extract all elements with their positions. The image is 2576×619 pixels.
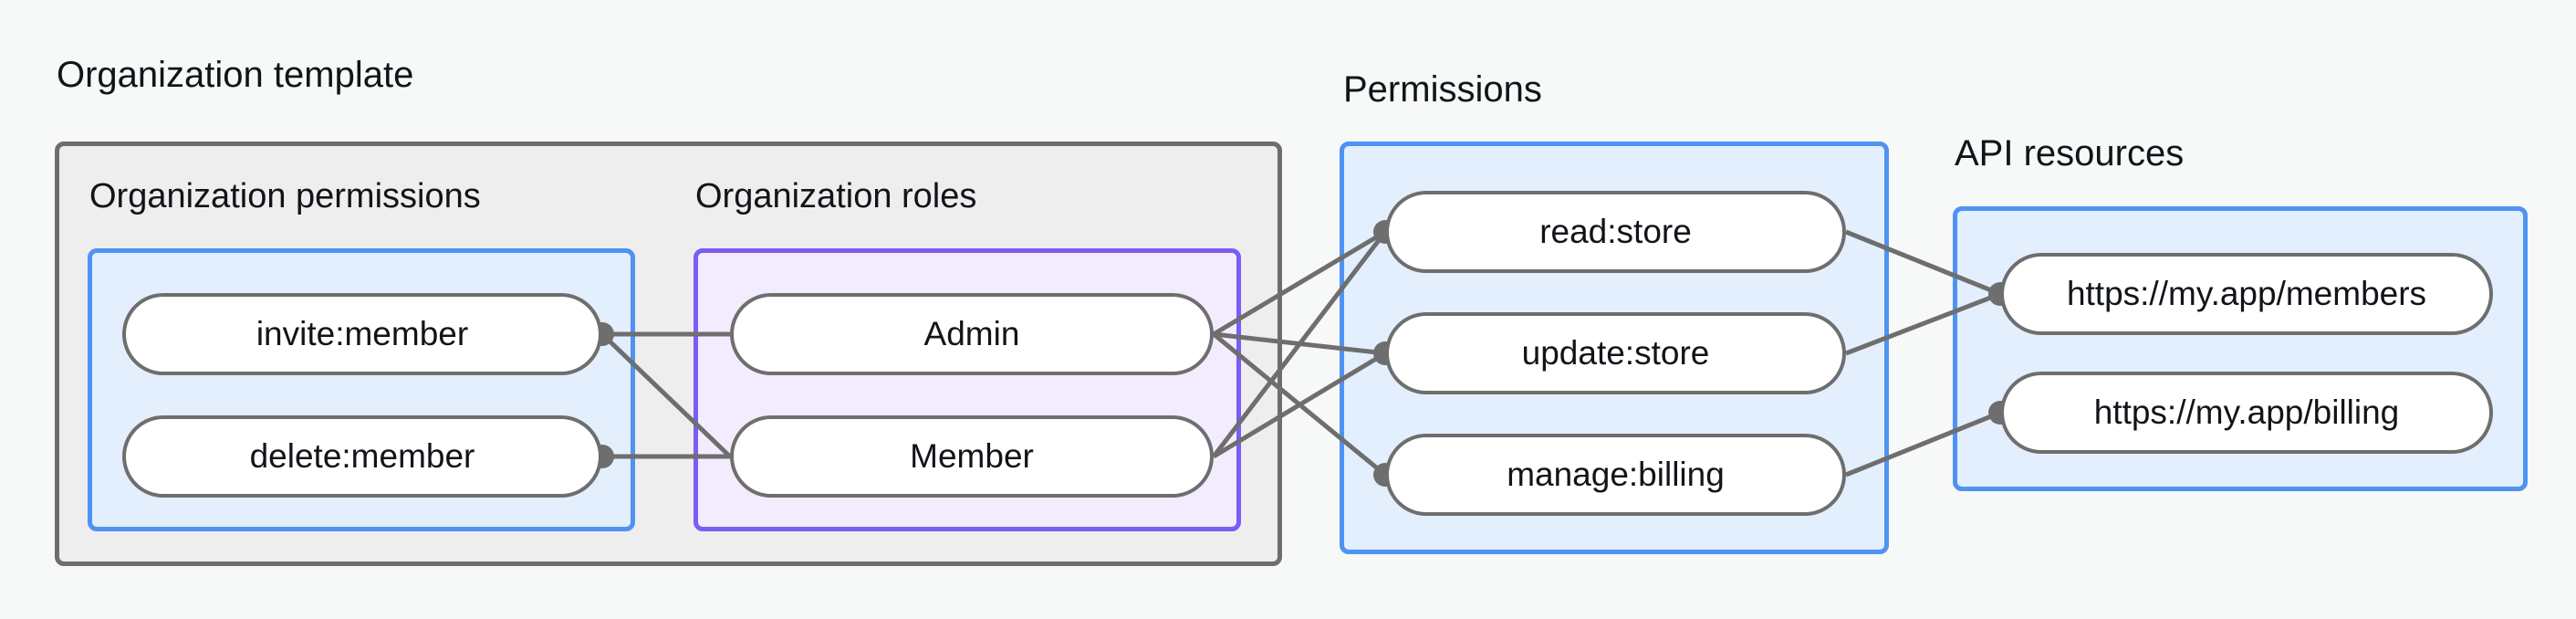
node-member[interactable]: Member (730, 415, 1214, 498)
node-invite-member[interactable]: invite:member (122, 293, 602, 375)
node-delete-member[interactable]: delete:member (122, 415, 602, 498)
section-label-organization-permissions: Organization permissions (89, 177, 481, 215)
section-label-organization-roles: Organization roles (695, 177, 977, 215)
group-title-api-resources: API resources (1955, 133, 2185, 173)
node-members-resource[interactable]: https://my.app/members (2000, 253, 2493, 335)
node-admin[interactable]: Admin (730, 293, 1214, 375)
node-read-store[interactable]: read:store (1385, 191, 1846, 273)
group-title-organization-template: Organization template (57, 55, 414, 95)
group-title-permissions: Permissions (1343, 69, 1542, 110)
node-billing-resource[interactable]: https://my.app/billing (2000, 372, 2493, 454)
node-update-store[interactable]: update:store (1385, 312, 1846, 394)
node-manage-billing[interactable]: manage:billing (1385, 434, 1846, 516)
